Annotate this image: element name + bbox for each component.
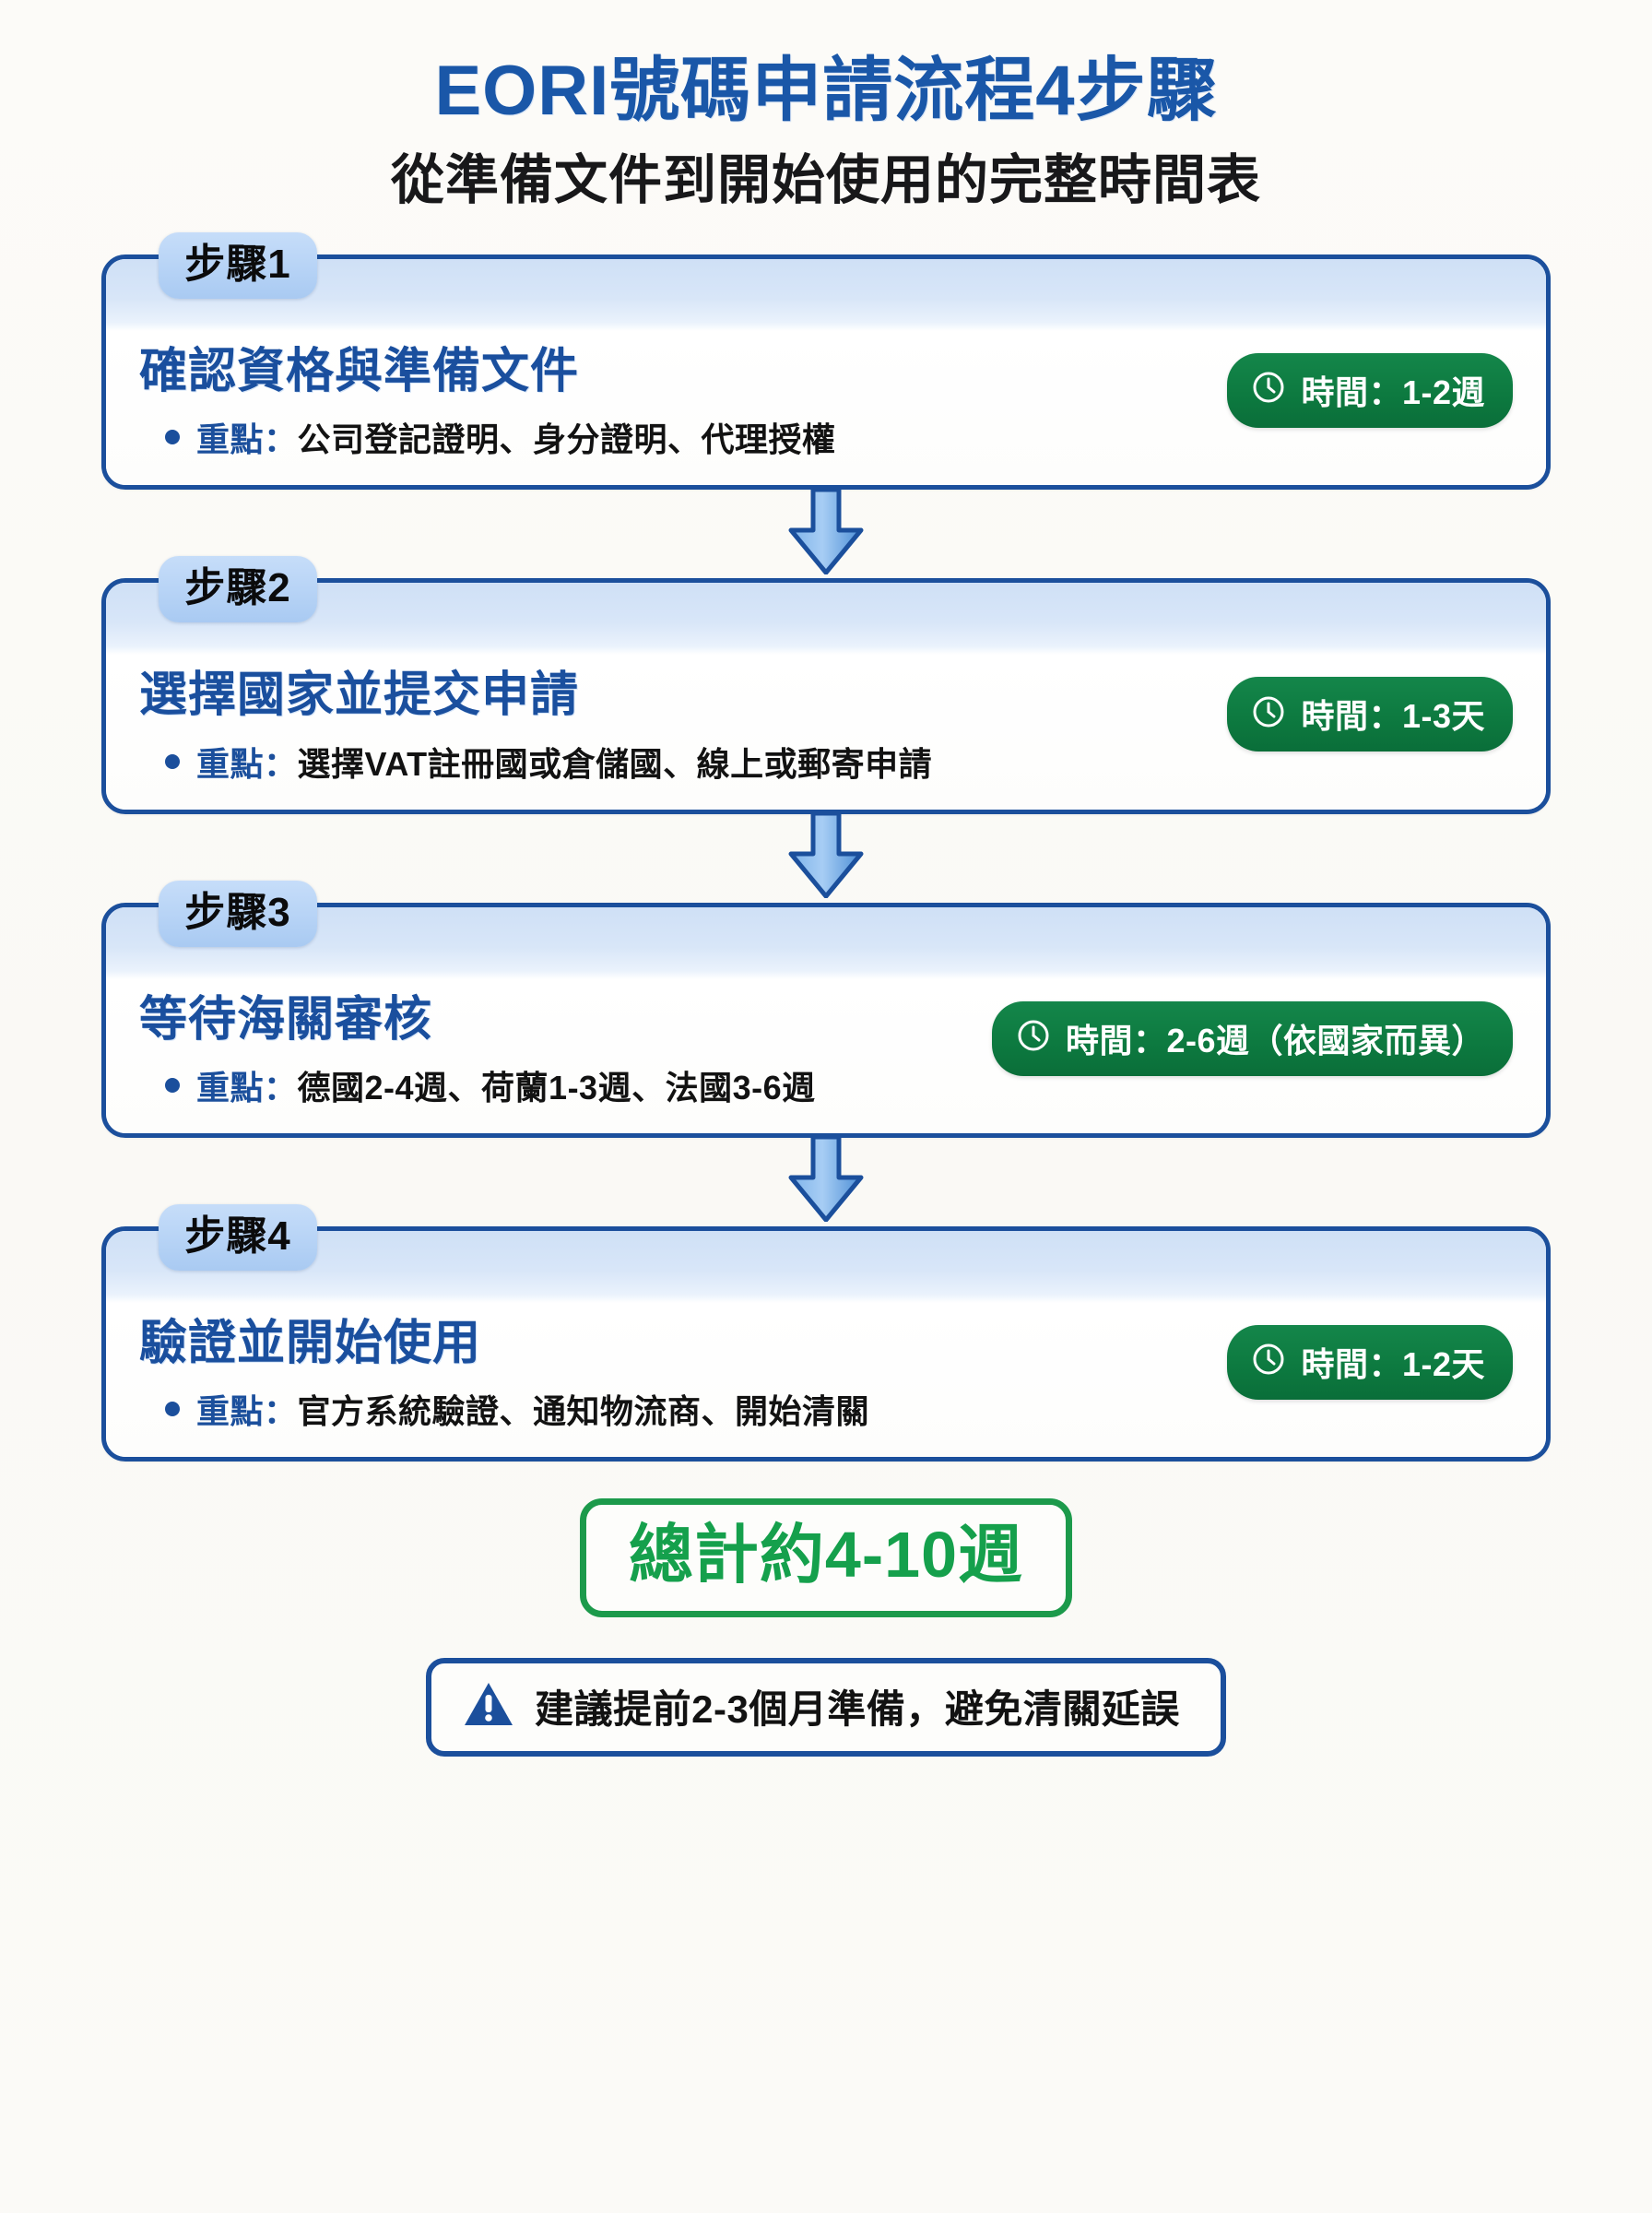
advice-text: 建議提前2-3個月準備，避免清關延誤 [535,1687,1180,1732]
step-bullet-text-4: 重點：官方系統驗證、通知物流商、開始清關 [196,1385,869,1433]
connector-2-3 [101,811,1551,903]
connector-1-2 [101,487,1551,579]
clock-icon [1251,694,1286,734]
total-duration-box: 總計約4-10週 [579,1498,1073,1618]
step-tab-4: 步驟4 [159,1203,317,1271]
header: EORI號碼申請流程4步驟 從準備文件到開始使用的完整時間表 [0,0,1652,212]
bullet-detail-3: 德國2-4週、荷蘭1-3週、法國3-6週 [297,1068,816,1106]
total-duration-text: 總計約4-10週 [628,1519,1024,1592]
clock-icon [1251,1342,1286,1381]
step-title-1: 確認資格與準備文件 [139,344,580,398]
bullet-detail-1: 公司登記證明、身分證明、代理授權 [297,420,836,459]
step-bullet-2: 重點：選擇VAT註冊國或倉儲國、線上或郵寄申請 [139,738,1513,786]
step-block-4: 步驟4 時間：1-2天 驗證並開始使用 [101,1203,1551,1462]
step-bullet-text-2: 重點：選擇VAT註冊國或倉儲國、線上或郵寄申請 [196,738,932,786]
bullet-dot-icon [165,1077,180,1093]
step-title-3: 等待海關審核 [139,992,433,1047]
step-card-body: 時間：2-6週（依國家而異） 等待海關審核 重點：德國2-4週、荷蘭1-3週、法… [106,978,1546,1133]
time-label-4: 時間：1-2天 [1301,1344,1485,1383]
time-badge-1: 時間：1-2週 [1227,352,1513,428]
bullet-key-4: 重點： [196,1392,298,1431]
step-block-2: 步驟2 時間：1-3天 選擇國家並提交申請 [101,556,1551,814]
time-label-2: 時間：1-3天 [1301,697,1485,736]
bullet-key-1: 重點： [196,420,298,459]
step-card-body: 時間：1-2天 驗證並開始使用 重點：官方系統驗證、通知物流商、開始清關 [106,1302,1546,1458]
bullet-dot-icon [165,753,180,769]
step-card-body: 時間：1-2週 確認資格與準備文件 重點：公司登記證明、身分證明、代理授權 [106,330,1546,486]
page-subtitle: 從準備文件到開始使用的完整時間表 [390,150,1261,211]
step-card-1: 時間：1-2週 確認資格與準備文件 重點：公司登記證明、身分證明、代理授權 [101,254,1551,491]
step-tab-1: 步驟1 [159,231,317,299]
step-bullet-1: 重點：公司登記證明、身分證明、代理授權 [139,413,1513,461]
down-arrow-icon [782,487,870,579]
step-bullet-3: 重點：德國2-4週、荷蘭1-3週、法國3-6週 [139,1061,1513,1109]
bullet-detail-2: 選擇VAT註冊國或倉儲國、線上或郵寄申請 [297,744,933,783]
step-card-band [106,1230,1546,1303]
time-label-3: 時間：2-6週（依國家而異） [1065,1021,1485,1059]
step-bullet-text-3: 重點：德國2-4週、荷蘭1-3週、法國3-6週 [196,1061,816,1109]
step-tab-3: 步驟3 [159,880,317,947]
step-bullet-4: 重點：官方系統驗證、通知物流商、開始清關 [139,1385,1513,1433]
step-title-2: 選擇國家並提交申請 [139,669,580,723]
bullet-dot-icon [165,1402,180,1417]
step-bullet-text-1: 重點：公司登記證明、身分證明、代理授權 [196,413,836,461]
time-badge-3: 時間：2-6週（依國家而異） [991,1000,1513,1076]
step-card-4: 時間：1-2天 驗證並開始使用 重點：官方系統驗證、通知物流商、開始清關 [101,1225,1551,1462]
step-card-2: 時間：1-3天 選擇國家並提交申請 重點：選擇VAT註冊國或倉儲國、線上或郵寄申… [101,578,1551,814]
step-block-3: 步驟3 時間：2-6週（依國家而異） 等待海關審 [101,880,1551,1138]
time-label-1: 時間：1-2週 [1301,373,1485,411]
total-duration-section: 總計約4-10週 [101,1498,1551,1618]
clock-icon [1016,1018,1051,1058]
warning-triangle-icon [463,1680,514,1733]
advice-box: 建議提前2-3個月準備，避免清關延誤 [426,1658,1226,1757]
bullet-dot-icon [165,430,180,445]
clock-icon [1251,370,1286,409]
step-card-band [106,583,1546,656]
connector-3-4 [101,1134,1551,1226]
step-title-4: 驗證並開始使用 [139,1316,482,1370]
step-card-band [106,906,1546,979]
time-badge-2: 時間：1-3天 [1227,677,1513,752]
step-card-body: 時間：1-3天 選擇國家並提交申請 重點：選擇VAT註冊國或倉儲國、線上或郵寄申… [106,655,1546,810]
bullet-detail-4: 官方系統驗證、通知物流商、開始清關 [297,1392,870,1431]
page-title: EORI號碼申請流程4步驟 [434,52,1218,130]
down-arrow-icon [782,1134,870,1226]
bullet-key-2: 重點： [196,744,298,783]
advice-section: 建議提前2-3個月準備，避免清關延誤 [101,1658,1551,1757]
bullet-key-3: 重點： [196,1068,298,1106]
step-block-1: 步驟1 時間：1-2週 確認資格與準備文件 [101,231,1551,491]
step-card-band [106,258,1546,331]
down-arrow-icon [782,811,870,903]
step-card-3: 時間：2-6週（依國家而異） 等待海關審核 重點：德國2-4週、荷蘭1-3週、法… [101,902,1551,1138]
step-tab-2: 步驟2 [159,556,317,623]
time-badge-4: 時間：1-2天 [1227,1324,1513,1400]
steps-list: 步驟1 時間：1-2週 確認資格與準備文件 [0,231,1652,1757]
